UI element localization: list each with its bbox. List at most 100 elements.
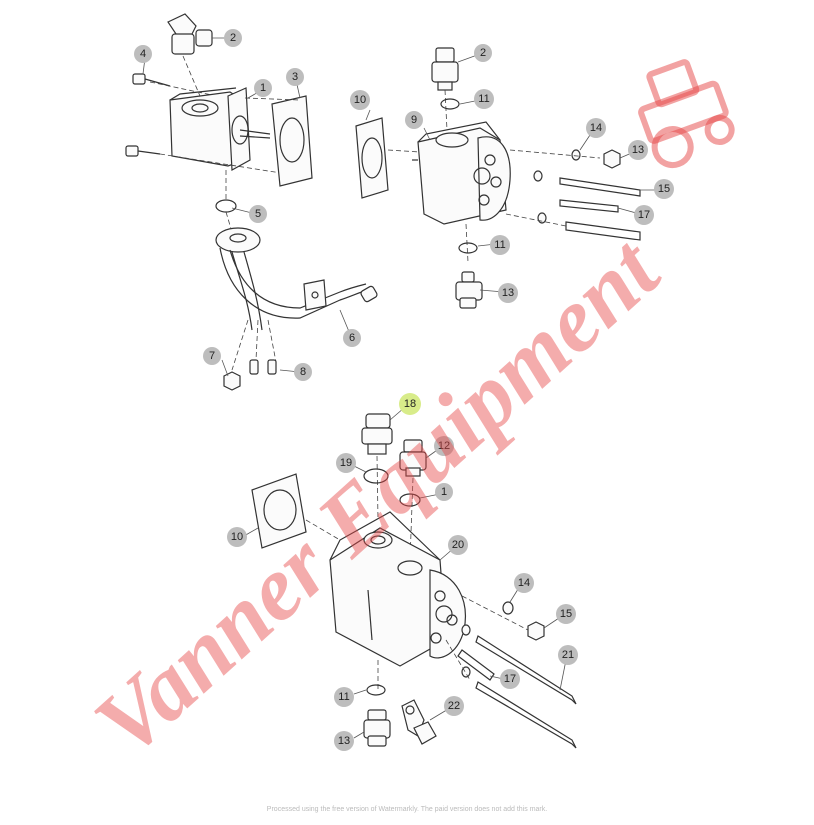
callout-11: 11: [334, 687, 354, 707]
bolt-8a: [249, 359, 259, 375]
callout-5: 5: [249, 205, 267, 223]
washer-bottom-a: [461, 624, 471, 636]
callout-11: 11: [490, 235, 510, 255]
pump-body: [169, 87, 271, 171]
fitting-13-bottom: [363, 709, 391, 747]
callout-label: 14: [590, 122, 602, 134]
callout-label: 5: [255, 208, 261, 220]
gasket-10-bottom: [251, 473, 341, 549]
pump-9: [412, 121, 511, 225]
stud-15: [559, 177, 641, 197]
bolt-21b: [475, 681, 577, 749]
callout-9: 9: [405, 111, 423, 129]
callout-label: 22: [448, 700, 460, 712]
pump-20: [329, 511, 466, 667]
callout-label: 6: [349, 332, 355, 344]
callout-label: 17: [504, 673, 516, 685]
stud-17-bottom: [457, 649, 495, 681]
callout-label: 13: [502, 287, 514, 299]
bolt-4b: [125, 145, 301, 177]
callout-label: 9: [411, 114, 417, 126]
callout-label: 10: [231, 531, 243, 543]
callout-12: 12: [434, 436, 454, 456]
callout-label: 1: [441, 486, 447, 498]
straight-fitting-top: [431, 47, 459, 131]
elbow-22: [401, 699, 437, 745]
o-ring-5: [215, 199, 237, 213]
callout-label: 15: [560, 608, 572, 620]
bolt-long: [565, 221, 641, 241]
nut-7: [223, 371, 241, 391]
callout-2: 2: [474, 44, 492, 62]
callout-3: 3: [286, 68, 304, 86]
callout-label: 19: [340, 457, 352, 469]
callout-label: 14: [518, 577, 530, 589]
callout-label: 13: [632, 144, 644, 156]
callout-14: 14: [586, 118, 606, 138]
callout-20: 20: [448, 535, 468, 555]
nut-15-bottom: [527, 621, 545, 641]
watermark-text: Vanner Equipment: [75, 217, 679, 775]
bottom-assembly: [251, 413, 577, 749]
callout-label: 4: [140, 48, 146, 60]
o-ring-11-bottom: [366, 684, 386, 696]
callout-13: 13: [628, 140, 648, 160]
gasket-10-top: [355, 117, 421, 199]
watermark-footer-note: Processed using the free version of Wate…: [266, 806, 548, 813]
callout-6: 6: [343, 329, 361, 347]
o-ring-11a: [440, 98, 460, 110]
callout-label: 20: [452, 539, 464, 551]
callout-17: 17: [500, 669, 520, 689]
washer-14: [571, 149, 581, 161]
bolt-21a: [475, 635, 577, 705]
top-right-assembly: [355, 47, 641, 309]
callout-8: 8: [294, 363, 312, 381]
callout-10: 10: [227, 527, 247, 547]
callout-label: 2: [480, 47, 486, 59]
stud-17: [559, 199, 619, 213]
callout-label: 15: [658, 183, 670, 195]
callout-22: 22: [444, 696, 464, 716]
callout-15: 15: [556, 604, 576, 624]
fitting-12: [399, 439, 427, 561]
callout-label: 10: [354, 94, 366, 106]
callout-7: 7: [203, 347, 221, 365]
elbow-fitting: [167, 13, 213, 97]
callout-label: 3: [292, 71, 298, 83]
o-ring-19: [363, 468, 389, 484]
callout-1: 1: [254, 79, 272, 97]
nut-13: [603, 149, 621, 169]
callout-label: 18: [404, 398, 416, 410]
callout-18: 18: [399, 393, 421, 415]
callout-label: 8: [300, 366, 306, 378]
callout-4: 4: [134, 45, 152, 63]
watermark: Vanner Equipment: [75, 59, 735, 775]
callout-13: 13: [498, 283, 518, 303]
gasket-3: [244, 95, 313, 187]
callout-label: 2: [230, 32, 236, 44]
washer-14-bottom: [502, 601, 514, 615]
callout-14: 14: [514, 573, 534, 593]
callout-21: 21: [558, 645, 578, 665]
callout-label: 13: [338, 735, 350, 747]
o-ring-11b: [458, 242, 478, 254]
callouts: 2 4 1 3 5 6 7 8 2 10 11 9 14 13 15 17 11…: [134, 29, 674, 751]
callout-label: 17: [638, 209, 650, 221]
callout-13: 13: [334, 731, 354, 751]
top-left-assembly: [125, 13, 378, 391]
o-ring-1: [399, 493, 421, 507]
fitting-18: [361, 413, 393, 521]
fitting-13-top: [455, 271, 483, 309]
bolt-8b: [267, 359, 277, 375]
callout-10: 10: [350, 90, 370, 110]
callout-label: 12: [438, 440, 450, 452]
pipe-assembly: [215, 227, 378, 331]
callout-2: 2: [224, 29, 242, 47]
washer-right-a: [533, 170, 543, 182]
callout-1: 1: [435, 483, 453, 501]
callout-label: 7: [209, 350, 215, 362]
callout-19: 19: [336, 453, 356, 473]
callout-17: 17: [634, 205, 654, 225]
callout-label: 21: [562, 649, 574, 661]
